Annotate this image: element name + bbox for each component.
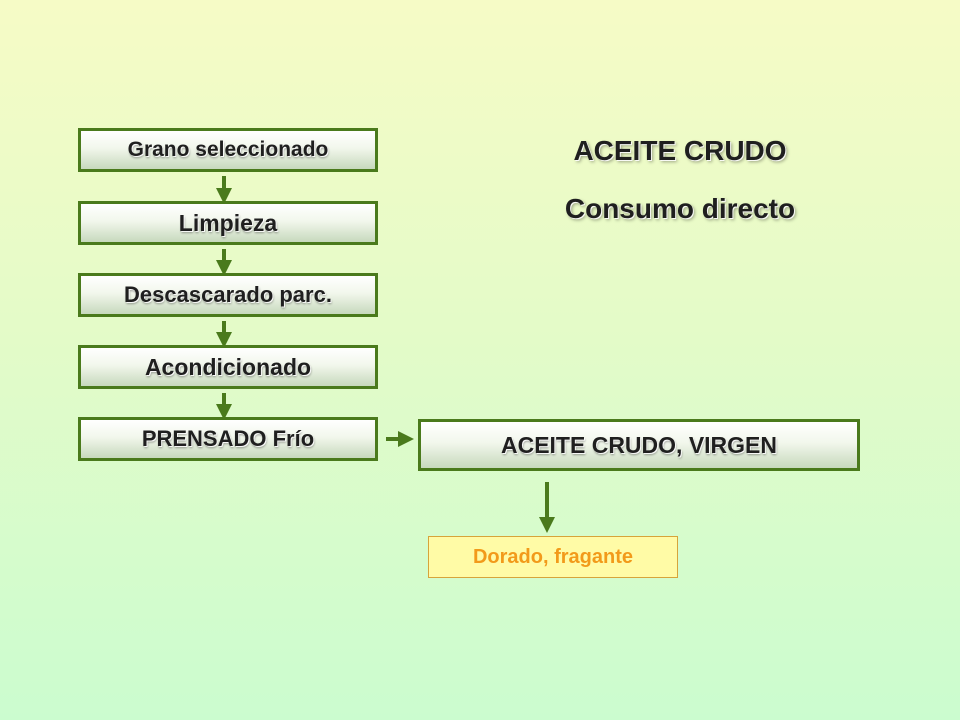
diagram-title: ACEITE CRUDO xyxy=(573,135,787,166)
step-acondicionado: Acondicionado xyxy=(78,345,378,389)
quality-note: Dorado, fragante xyxy=(428,536,678,578)
step-descascarado: Descascarado parc. xyxy=(78,273,378,317)
result-aceite-crudo-virgen: ACEITE CRUDO, VIRGEN xyxy=(418,419,860,471)
step-prensado-frio: PRENSADO Frío xyxy=(78,417,378,461)
step-grano-seleccionado: Grano seleccionado xyxy=(78,128,378,172)
step-limpieza: Limpieza xyxy=(78,201,378,245)
diagram-subtitle: Consumo directo xyxy=(564,193,796,224)
